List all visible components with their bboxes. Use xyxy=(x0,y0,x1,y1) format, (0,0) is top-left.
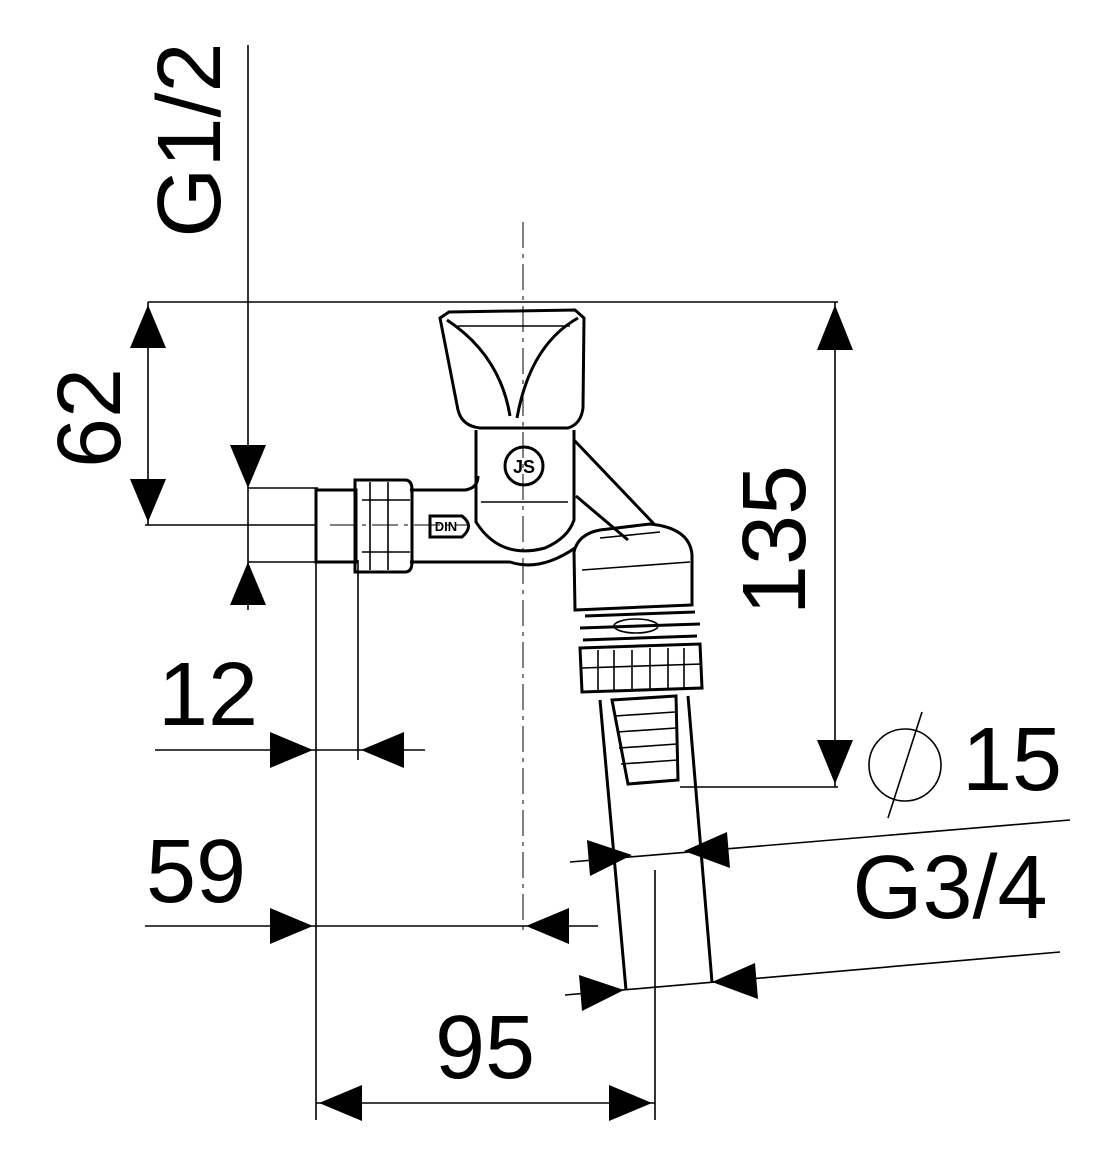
dim-12-arrow-right xyxy=(361,732,404,768)
g12-label: G1/2 xyxy=(140,42,240,237)
outlet-swivel xyxy=(572,522,694,612)
dim-135: 135 xyxy=(725,302,853,787)
dim-12-label: 12 xyxy=(158,645,258,745)
valve-logo-text: JS xyxy=(513,457,535,477)
valve-handle xyxy=(438,308,586,430)
inlet-thread xyxy=(314,488,358,564)
dim-12-arrow-left xyxy=(270,732,313,768)
g12-arrow-up xyxy=(230,562,266,605)
inlet-nut xyxy=(353,478,414,574)
dim-62: 62 xyxy=(40,302,166,525)
g34-arrow-left xyxy=(579,975,624,1011)
outlet-thread-rings xyxy=(579,610,701,642)
dim-59-label: 59 xyxy=(146,822,246,922)
dim-59-arrow-right xyxy=(526,908,569,944)
dim-g3-4: G3/4 xyxy=(564,838,1061,1011)
diameter-icon xyxy=(868,728,942,802)
hose xyxy=(598,695,714,991)
g34-label: G3/4 xyxy=(852,838,1047,938)
hose-tail xyxy=(610,694,680,786)
dim-59-arrow-left xyxy=(270,908,313,944)
valve-body: JS DIN xyxy=(314,308,714,991)
dim-135-arrow-bottom xyxy=(817,740,853,784)
valve-bonnet xyxy=(474,430,576,553)
din-badge xyxy=(428,514,470,539)
dim-62-arrow-bottom xyxy=(130,479,166,522)
dim-95-arrow-right xyxy=(609,1085,652,1121)
dim-62-label: 62 xyxy=(40,368,140,468)
dim-62-arrow-top xyxy=(130,305,166,348)
valve-logo xyxy=(503,445,545,487)
dim-g1-2: G1/2 xyxy=(140,42,266,605)
dim-12: 12 xyxy=(155,645,425,768)
dim-15-label: 15 xyxy=(962,710,1062,810)
dim-15: 15 xyxy=(569,710,1071,876)
dim-15-arrow-right xyxy=(684,832,730,868)
dim-135-arrow-top xyxy=(817,305,853,350)
dim-95-label: 95 xyxy=(435,998,535,1098)
extension-lines xyxy=(145,45,838,1120)
dim-95: 95 xyxy=(316,998,655,1121)
g12-arrow-down xyxy=(230,445,266,488)
dim-95-arrow-left xyxy=(319,1085,362,1121)
g34-arrow-right xyxy=(712,963,758,999)
inlet-pipe xyxy=(410,475,576,567)
dim-15-arrow-left xyxy=(587,840,632,876)
dim-135-label: 135 xyxy=(725,465,825,615)
outlet-union-nut xyxy=(578,642,704,694)
dim-59: 59 xyxy=(145,822,598,944)
din-badge-text: DIN xyxy=(435,519,457,534)
